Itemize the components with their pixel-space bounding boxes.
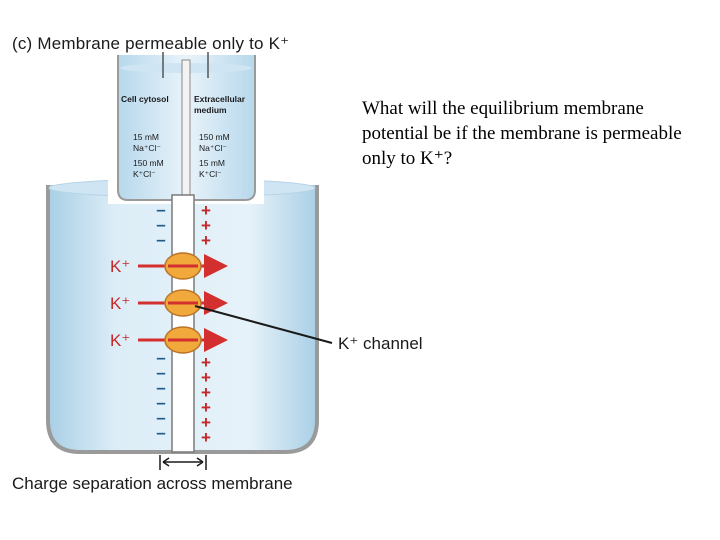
inset-right-conc-4: K⁺Cl⁻ xyxy=(199,169,222,179)
positive-charge: + xyxy=(201,428,211,447)
positive-charge: + xyxy=(201,216,211,235)
negative-charge: – xyxy=(156,408,165,427)
inset-left-conc-2: Na⁺Cl⁻ xyxy=(133,143,161,153)
negative-charge: – xyxy=(156,215,165,234)
diagram-caption: Charge separation across membrane xyxy=(12,474,293,493)
negative-charge: – xyxy=(156,378,165,397)
channel-pointer-line xyxy=(194,305,333,344)
positive-charge: + xyxy=(201,398,211,417)
inset-beaker xyxy=(108,52,264,204)
negative-charge: – xyxy=(156,200,165,219)
positive-charge: + xyxy=(201,353,211,372)
inset-left-conc-4: K⁺Cl⁻ xyxy=(133,169,156,179)
inset-right-heading-2: medium xyxy=(194,105,227,115)
potassium-ion-label: K⁺ xyxy=(110,257,130,276)
diagram-title: (c) Membrane permeable only to K⁺ xyxy=(12,34,290,53)
inset-right-conc-2: Na⁺Cl⁻ xyxy=(199,143,227,153)
positive-charge: + xyxy=(201,201,211,220)
channel-label: K⁺ channel xyxy=(338,334,423,353)
thickness-indicator xyxy=(159,455,207,470)
question-text: What will the equilibrium membrane poten… xyxy=(362,98,682,169)
inset-right-conc-1: 150 mM xyxy=(199,132,230,142)
positive-charge: + xyxy=(201,368,211,387)
inset-left-conc-3: 150 mM xyxy=(133,158,164,168)
negative-charge: – xyxy=(156,230,165,249)
negative-charge: – xyxy=(156,348,165,367)
inset-left-heading: Cell cytosol xyxy=(121,94,169,104)
inset-left-conc-1: 15 mM xyxy=(133,132,159,142)
inset-right-heading-1: Extracellular xyxy=(194,94,246,104)
inset-right-conc-3: 15 mM xyxy=(199,158,225,168)
negative-charge: – xyxy=(156,423,165,442)
positive-charge: + xyxy=(201,413,211,432)
negative-charge: – xyxy=(156,363,165,382)
negative-charge: – xyxy=(156,393,165,412)
positive-charge: + xyxy=(201,231,211,250)
membrane xyxy=(171,194,195,453)
positive-charge: + xyxy=(201,383,211,402)
potassium-ion-label: K⁺ xyxy=(110,331,130,350)
potassium-ion-label: K⁺ xyxy=(110,294,130,313)
